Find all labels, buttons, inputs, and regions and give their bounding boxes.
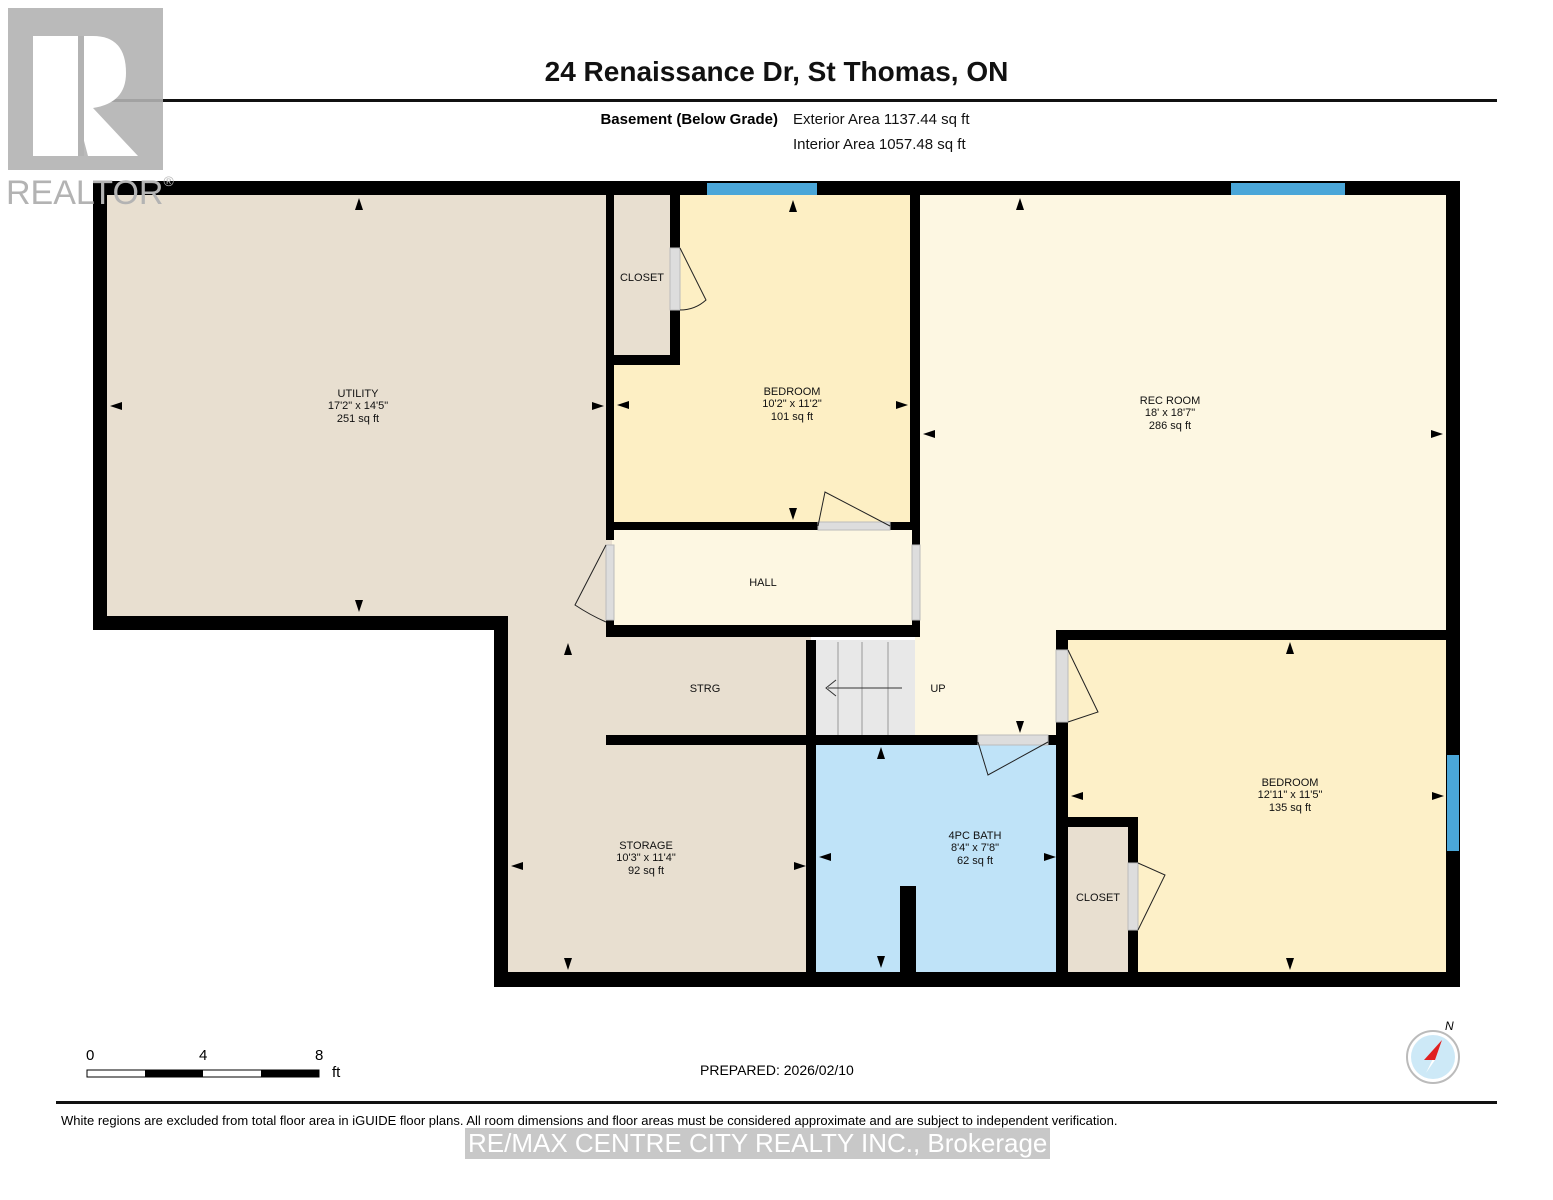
closet2-name: CLOSET <box>1076 892 1120 904</box>
interior-area: Interior Area 1057.48 sq ft <box>793 136 966 153</box>
compass-north: N <box>1445 1019 1454 1033</box>
stairs-fill <box>811 640 915 740</box>
windows <box>707 183 1459 851</box>
storage-name: STORAGE <box>619 840 673 852</box>
bath-fill <box>811 740 1062 980</box>
storage-dims: 10'3" x 11'4" <box>616 852 676 864</box>
bath-name: 4PC BATH <box>949 830 1002 842</box>
realtor-logo: REALTOR® <box>8 8 174 212</box>
dimension-arrows <box>110 198 1444 970</box>
rec-room-dims: 18' x 18'7" <box>1145 407 1195 419</box>
stairs-up-label: UP <box>930 683 945 695</box>
bedroom2-name: BEDROOM <box>1262 777 1319 789</box>
disclaimer: White regions are excluded from total fl… <box>61 1113 1118 1128</box>
rec-room-area: 286 sq ft <box>1149 420 1191 432</box>
bedroom1-name: BEDROOM <box>764 386 821 398</box>
bedroom1-area: 101 sq ft <box>771 411 813 423</box>
utility-name: UTILITY <box>338 388 380 400</box>
exterior-area: Exterior Area 1137.44 sq ft <box>793 111 970 128</box>
footer-rule <box>56 1101 1497 1104</box>
scale-tick-0: 0 <box>86 1047 95 1064</box>
hall-name: HALL <box>749 577 777 589</box>
scale-tick-4: 4 <box>199 1047 208 1064</box>
bath-dims: 8'4" x 7'8" <box>951 842 999 854</box>
stair-treads <box>825 642 902 735</box>
realtor-logo-text: REALTOR® <box>8 173 174 212</box>
bedroom2-area: 135 sq ft <box>1269 802 1311 814</box>
strg-name: STRG <box>690 683 721 695</box>
compass-icon: N <box>1406 1019 1460 1084</box>
rec-room-fill <box>915 188 1453 740</box>
scale-bar <box>86 1069 320 1078</box>
closet1-name: CLOSET <box>620 272 664 284</box>
utility-dims: 17'2" x 14'5" <box>328 400 388 412</box>
prepared-date: PREPARED: 2026/02/10 <box>700 1062 854 1078</box>
rec-room-name: REC ROOM <box>1140 395 1201 407</box>
scale-unit: ft <box>332 1064 341 1081</box>
bedroom1-dims: 10'2" x 11'2" <box>762 398 822 410</box>
bath-area: 62 sq ft <box>957 855 993 867</box>
storage-area: 92 sq ft <box>628 865 664 877</box>
page-title: 24 Renaissance Dr, St Thomas, ON <box>544 56 1009 87</box>
closet1-fill <box>612 195 674 360</box>
scale-tick-8: 8 <box>315 1047 324 1064</box>
header-rule <box>56 99 1497 102</box>
utility-fill <box>100 188 612 630</box>
closet2-fill <box>1062 822 1133 980</box>
hall-fill <box>612 526 917 631</box>
brokerage-watermark: RE/MAX CENTRE CITY REALTY INC., Brokerag… <box>465 1128 1051 1159</box>
doors[interactable] <box>574 247 1166 931</box>
utility-area: 251 sq ft <box>337 413 379 425</box>
bedroom2-dims: 12'11" x 11'5" <box>1258 789 1323 801</box>
storage-fill <box>501 622 811 980</box>
floor-plan: UTILITY 17'2" x 14'5" 251 sq ft CLOSET B… <box>93 181 1460 987</box>
floor-name: Basement (Below Grade) <box>600 111 778 128</box>
bedroom1-fill <box>612 195 915 526</box>
